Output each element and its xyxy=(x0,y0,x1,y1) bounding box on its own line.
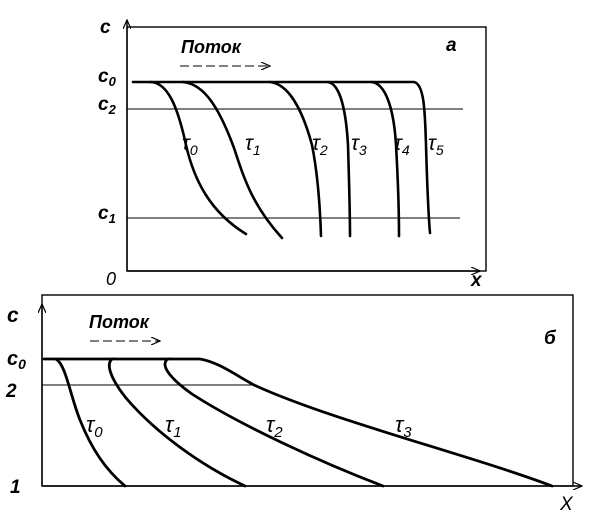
panel-a-curve-label-tau1: τ1 xyxy=(245,132,261,158)
panel-b-y-axis-label: c xyxy=(7,304,19,327)
panel-a-label: а xyxy=(446,35,457,56)
panel-a-curve-label-tau0: τ0 xyxy=(182,132,198,158)
panel-a-curve-label-tau2: τ2 xyxy=(312,132,328,158)
panel-b-curve-label-tau2: τ2 xyxy=(266,412,283,441)
panel-b-level-c0: c0 xyxy=(7,348,26,372)
panel-a: c x 0 а Поток c0 c2 c1 τ0 τ1 τ2 τ3 τ4 τ5 xyxy=(98,17,487,291)
panel-a-curve-tau0 xyxy=(131,80,248,236)
panel-a-curve-tau4 xyxy=(326,80,401,238)
panel-a-level-c1: c1 xyxy=(98,203,116,226)
panel-b-level-2: 2 xyxy=(5,381,17,402)
panel-b: c X б Поток c0 2 1 τ0 τ1 τ2 τ3 xyxy=(5,294,582,514)
panel-b-curve-tau2 xyxy=(110,357,385,488)
panel-a-curve-label-tau3: τ3 xyxy=(351,132,367,158)
panel-a-curve-label-tau4: τ4 xyxy=(394,132,410,158)
panel-a-flow-label: Поток xyxy=(181,37,242,57)
panel-b-x-axis-label: X xyxy=(559,494,574,514)
panel-a-curve-label-tau5: τ5 xyxy=(428,132,444,158)
panel-a-curve-tau1 xyxy=(148,80,284,240)
panel-a-curve-tau3 xyxy=(268,80,352,238)
panel-a-level-c0: c0 xyxy=(98,66,117,89)
panel-b-curve-tau0 xyxy=(42,357,127,488)
panel-b-label: б xyxy=(544,328,557,349)
panel-a-curve-tau2 xyxy=(181,80,323,238)
panel-a-y-axis-label: c xyxy=(100,17,111,38)
panel-a-curves xyxy=(131,80,432,240)
panel-b-curve-label-tau0: τ0 xyxy=(86,412,103,441)
panel-a-level-c2: c2 xyxy=(98,94,117,117)
panel-b-curve-tau1 xyxy=(54,357,247,488)
panel-b-curves xyxy=(42,357,554,488)
panel-a-x-axis-label: x xyxy=(470,270,483,291)
panel-b-curve-label-tau3: τ3 xyxy=(395,412,412,441)
panel-a-curve-tau5 xyxy=(370,80,432,235)
panel-b-flow-label: Поток xyxy=(89,312,150,332)
panel-b-curve-label-tau1: τ1 xyxy=(165,412,182,441)
panel-b-curve-tau3 xyxy=(166,357,554,488)
panel-b-level-1: 1 xyxy=(10,477,21,498)
panel-a-origin-label: 0 xyxy=(106,269,116,289)
